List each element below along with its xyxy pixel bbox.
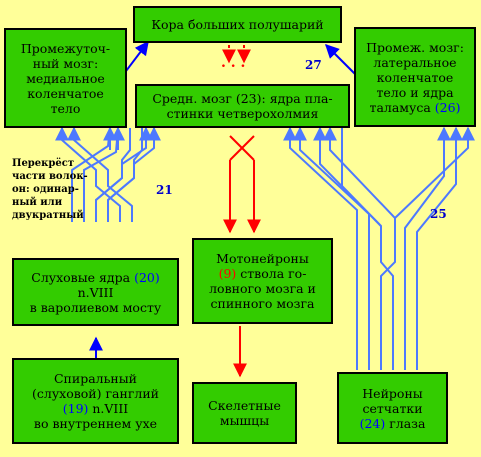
visual-pathway [283, 126, 475, 370]
auditory-nuclei-line2: n.VIII [77, 284, 114, 300]
lateral-geniculate-line: тело и ядра [376, 84, 454, 100]
svg-text:. . .: . . . [221, 55, 245, 71]
retina-num: (24) [359, 415, 386, 431]
lateral-geniculate-line-last: таламуса (26) [359, 100, 471, 115]
retina-rest: глаза [385, 415, 426, 431]
medial-geniculate-line: тело [50, 100, 81, 116]
spiral-ganglion-line2: (слуховой) ганглий [32, 386, 159, 401]
midbrain-line: стинки четверохолмия [166, 106, 319, 121]
lateral-geniculate-num: (26) [434, 99, 461, 115]
motoneurons-box: Мотонейроны (9) ствола го- ловного мозга… [192, 238, 333, 324]
auditory-nuclei-num: (20) [134, 269, 160, 285]
cortex-descending-dashed [222, 45, 251, 64]
skeletal-muscles-line: Скелетные [208, 398, 281, 413]
motoneurons-rest: ствола го- [236, 266, 307, 281]
note-line: он: одинар- [12, 184, 79, 195]
skeletal-muscles-box: Скелетные мышцы [192, 382, 297, 444]
midbrain-line: Средн. мозг (23): ядра пла- [152, 91, 333, 106]
label-25: 25 [430, 207, 447, 221]
note-line: ный или [12, 197, 63, 208]
auditory-nuclei-box: Слуховые ядра (20) n.VIII в варолиевом м… [12, 258, 179, 326]
medial-geniculate-line: ный мозг: [32, 55, 99, 71]
motor-pathway [223, 135, 261, 378]
retina-line2: сетчатки [362, 400, 423, 416]
note-line: Перекрёст [12, 158, 75, 169]
spiral-ganglion-rest: n.VIII [88, 401, 129, 416]
spiral-ganglion-line4: во внутреннем ухе [33, 416, 158, 431]
lateral-geniculate-prefix: таламуса [369, 99, 435, 115]
retina-line3: (24) глаза [342, 416, 443, 431]
spiral-ganglion-line3: (19) n.VIII [17, 401, 174, 416]
spiral-ganglion-line1: Спиральный [53, 371, 138, 386]
note-line: части волок- [12, 171, 88, 182]
medial-geniculate-line: медиальное [26, 70, 105, 86]
decussation-note: Перекрёст части волок- он: одинар- ный и… [12, 157, 92, 222]
cortex-label: Кора больших полушарий [151, 17, 324, 32]
motoneurons-line4: спинного мозга [210, 296, 315, 311]
midbrain-box: Средн. мозг (23): ядра пла- стинки четве… [135, 84, 350, 128]
relay-to-cortex-arrows [122, 40, 357, 76]
cortex-box: Кора больших полушарий [133, 6, 342, 43]
motoneurons-num: (9) [218, 266, 237, 281]
medial-geniculate-box: Промежуточ- ный мозг: медиальное коленча… [4, 28, 127, 128]
medial-geniculate-line: коленчатое [27, 85, 104, 101]
retina-line1: Нейроны [362, 385, 423, 401]
auditory-nuclei-prefix: Слуховые ядра [31, 269, 135, 285]
motoneurons-line2: (9) ствола го- [197, 266, 328, 281]
spiral-ganglion-box: Спиральный (слуховой) ганглий (19) n.VII… [12, 358, 179, 444]
retina-box: Нейроны сетчатки (24) глаза [337, 372, 448, 444]
label-27: 27 [305, 58, 322, 72]
lateral-geniculate-line: латеральное [373, 54, 457, 70]
auditory-nuclei-line1: Слуховые ядра (20) [17, 270, 174, 285]
skeletal-muscles-line: мышцы [219, 413, 270, 428]
spiral-ganglion-num: (19) [62, 401, 89, 416]
lateral-geniculate-line: Промеж. мозг: [366, 39, 464, 55]
motoneurons-line1: Мотонейроны [216, 251, 309, 266]
medial-geniculate-line: Промежуточ- [20, 40, 111, 56]
note-line: двукратный [12, 210, 84, 221]
auditory-nuclei-line3: в варолиевом мосту [29, 299, 162, 315]
motoneurons-line3: ловного мозга и [209, 281, 316, 296]
auditory-pathway [55, 126, 161, 358]
lateral-geniculate-box: Промеж. мозг: латеральное коленчатое тел… [354, 27, 476, 127]
label-21: 21 [156, 183, 173, 197]
lateral-geniculate-line: коленчатое [376, 69, 454, 85]
